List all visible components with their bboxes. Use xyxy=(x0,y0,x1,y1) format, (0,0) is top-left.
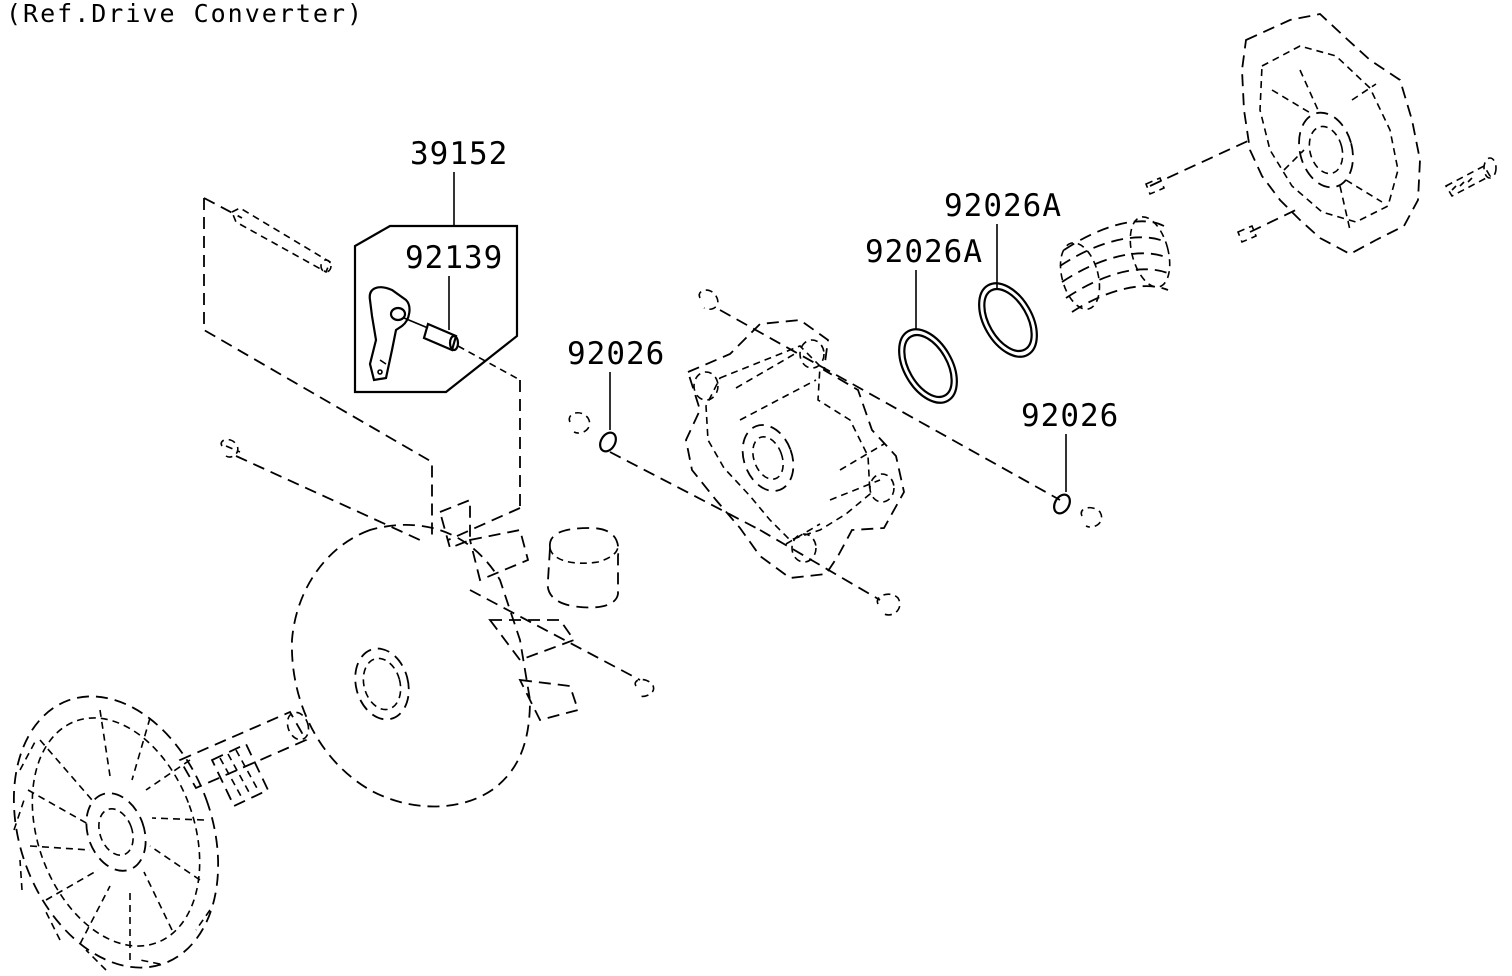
pin-part-92139[interactable] xyxy=(403,317,521,381)
callout-label-92026A-lower[interactable]: 92026A xyxy=(865,234,983,270)
pin-upper-left[interactable] xyxy=(230,207,332,274)
circlip-lower-spider[interactable] xyxy=(876,593,901,616)
assembly-dashed-guides xyxy=(203,139,1301,681)
circlip-right[interactable] xyxy=(1080,506,1103,528)
drive-shaft[interactable] xyxy=(178,709,312,808)
clutch-cover[interactable] xyxy=(1241,13,1421,256)
cover-bolt[interactable] xyxy=(1444,157,1497,198)
rocker-arm-part[interactable] xyxy=(368,286,411,382)
leader-lines xyxy=(448,172,1067,492)
o-ring-92026-left[interactable] xyxy=(597,430,619,454)
callout-label-39152[interactable]: 39152 xyxy=(410,136,508,172)
cover-pin-lower[interactable] xyxy=(1236,224,1258,244)
o-ring-92026A-lower[interactable] xyxy=(887,319,969,412)
cover-pin-upper[interactable] xyxy=(1144,176,1166,196)
o-ring-92026-right[interactable] xyxy=(1051,492,1073,516)
circlip-center-left[interactable] xyxy=(568,411,591,434)
callout-label-92026-left[interactable]: 92026 xyxy=(567,336,665,372)
circlip-left[interactable] xyxy=(220,438,241,458)
callout-label-92026A-upper[interactable]: 92026A xyxy=(944,188,1062,224)
fixed-sheave-fan[interactable] xyxy=(0,668,254,976)
clutch-spring[interactable] xyxy=(1054,213,1177,314)
callout-label-92026-right[interactable]: 92026 xyxy=(1021,398,1119,434)
spider-assembly[interactable] xyxy=(685,319,905,579)
callout-label-92139[interactable]: 92139 xyxy=(405,240,503,276)
circlip-bottom[interactable] xyxy=(634,678,655,698)
reference-note: (Ref.Drive Converter) xyxy=(6,0,364,28)
moveable-sheave[interactable] xyxy=(291,498,580,808)
kit-box-39152[interactable] xyxy=(353,224,521,394)
circlip-top-spider[interactable] xyxy=(698,289,719,311)
o-ring-92026A-upper[interactable] xyxy=(967,273,1049,366)
bushing-collar[interactable] xyxy=(546,527,620,609)
